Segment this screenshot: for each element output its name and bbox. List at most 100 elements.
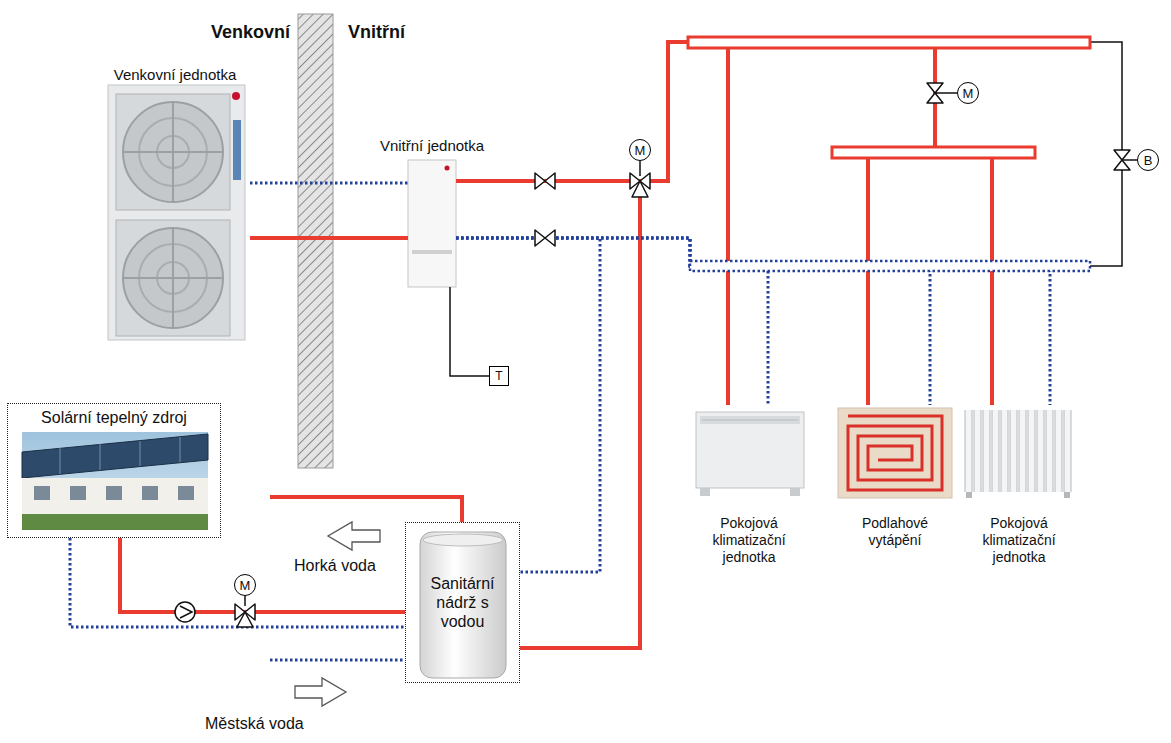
pump-symbol (175, 602, 195, 622)
valve-symbol (1114, 150, 1130, 170)
side-heading: Vnitřní (348, 22, 405, 44)
solar-house-picture (22, 514, 208, 530)
outdoor-unit-picture (116, 220, 230, 336)
solar-house-picture (22, 434, 208, 478)
valve-stem (245, 93, 1137, 606)
solar-house-picture (180, 437, 181, 462)
solar-source-box: Solární tepelný zdroj (7, 403, 221, 538)
pipe-connector (456, 42, 728, 405)
wall (298, 14, 333, 468)
hot-water-pipe (270, 497, 462, 522)
node-label: Solární tepelný zdroj (8, 408, 220, 427)
manifold (690, 261, 1090, 271)
pipe-connector (70, 538, 405, 627)
indoor-unit-picture (408, 160, 456, 287)
outdoor-unit-picture (108, 85, 245, 340)
outdoor-unit-picture (232, 92, 240, 100)
floor-heating-picture (848, 416, 942, 490)
radiator-picture (966, 492, 972, 498)
solar-house-picture (106, 486, 122, 500)
fan-coil-unit: Pokojová klimatizační jednotka (960, 405, 1078, 575)
water-tank-picture (420, 532, 506, 678)
pipe-connector (250, 182, 408, 185)
outdoor-unit-picture (123, 102, 223, 202)
outdoor-unit-picture (233, 120, 241, 180)
valve-stem (639, 161, 641, 176)
actuator-circle: M (629, 139, 651, 161)
floor-heating-picture (838, 408, 952, 498)
pipe-connector (450, 287, 489, 376)
fan-coil-picture (702, 420, 798, 421)
unit-heading: Vnitřní jednotka (380, 137, 484, 155)
side-heading: Venkovní (211, 22, 290, 44)
node-label: M (963, 87, 974, 100)
water-tank-picture (423, 534, 503, 546)
fan-coil-picture (696, 412, 804, 496)
valve-symbol (535, 230, 555, 246)
node-label: M (240, 579, 251, 592)
valve-symbol (927, 83, 943, 103)
solar-house-picture (100, 444, 101, 470)
pipe-connector (456, 42, 935, 405)
indoor-unit-picture (412, 250, 452, 254)
solar-house-picture (22, 478, 208, 516)
valve-stem (244, 596, 246, 606)
wall (298, 14, 333, 468)
radiator-picture (964, 410, 1072, 492)
node-label: Pokojová klimatizační jednotka (973, 515, 1065, 565)
fan-coil-picture (700, 488, 710, 496)
outdoor-unit: Venkovní jednotka (100, 64, 250, 342)
valve-stem (935, 92, 957, 94)
radiator-picture (1064, 492, 1070, 498)
manifold (688, 37, 1090, 271)
valve-symbol (535, 173, 555, 189)
water-tank-picture (420, 532, 506, 678)
outdoor-unit-picture (108, 85, 245, 340)
fan-coil-unit: Pokojová klimatizační jednotka (690, 405, 808, 575)
pipe-connector (250, 236, 408, 240)
outdoor-unit-picture (116, 94, 230, 210)
indoor-unit-picture (445, 166, 450, 171)
flow-label: Městská voda (205, 714, 304, 733)
fan-coil-picture (700, 416, 800, 424)
solar-house-picture (142, 486, 158, 500)
flow-label: Horká voda (294, 556, 376, 575)
valve-symbol (235, 83, 1130, 627)
node-label: T (495, 370, 502, 382)
valve-stem (1122, 159, 1137, 161)
pump-symbol (175, 602, 195, 622)
outdoor-unit-picture (172, 102, 174, 202)
solar-house-picture (178, 486, 194, 500)
solar-house-picture (140, 441, 141, 466)
node-label: Podlahové vytápění (849, 515, 941, 549)
thermostat-box: T (489, 366, 509, 386)
city-water-pipe (270, 660, 405, 661)
solar-house-picture (34, 486, 50, 500)
node-label: Sanitární nádrž s vodou (421, 574, 505, 632)
city-water-pipe (270, 659, 405, 662)
outdoor-unit-picture (123, 228, 223, 328)
manifold (688, 37, 1090, 48)
node-label: Pokojová klimatizační jednotka (703, 515, 795, 565)
floor-heating-picture (838, 408, 952, 498)
fan-coil-picture (696, 412, 804, 488)
outdoor-unit-picture (172, 228, 174, 328)
indoor-unit-picture (408, 160, 456, 287)
water-tank-box: Sanitární nádrž s vodou (405, 522, 520, 683)
solar-house-picture (70, 486, 86, 500)
valve-symbol (237, 612, 253, 627)
indoor-unit: Vnitřní jednotka (408, 160, 456, 287)
node-label: M (635, 144, 646, 157)
fan-coil-picture (790, 488, 800, 496)
actuator-circle: M (957, 82, 979, 104)
solar-house-picture (60, 448, 61, 474)
valve-symbol (632, 181, 648, 197)
radiator-picture (964, 410, 1072, 498)
flow-arrow (328, 522, 380, 550)
